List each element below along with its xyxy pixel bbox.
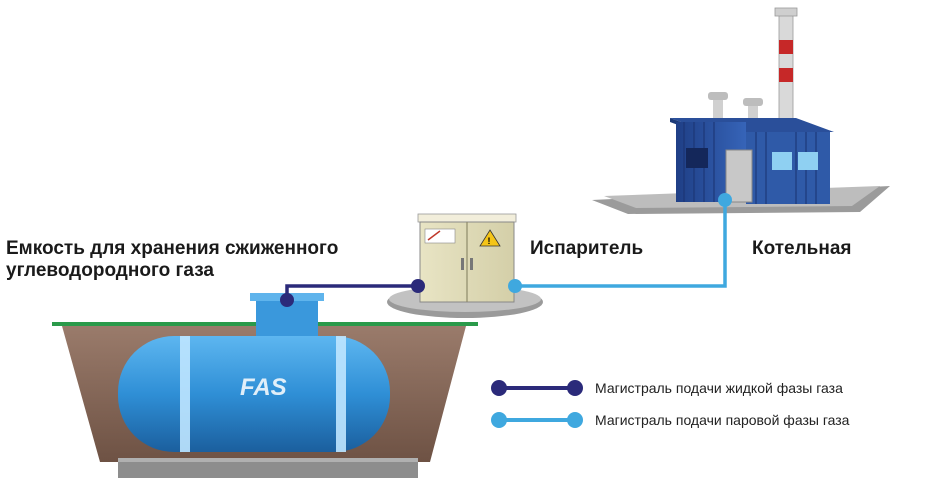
legend-text-vapor: Магистраль подачи паровой фазы газа	[595, 412, 850, 428]
vapor-pipe-node	[718, 193, 732, 207]
legend-text-liquid: Магистраль подачи жидкой фазы газа	[595, 380, 843, 396]
boiler-label: Котельная	[752, 238, 852, 259]
boiler-door	[725, 149, 753, 203]
legend-swatch-liquid	[491, 378, 583, 398]
boiler-house	[592, 7, 890, 214]
vaporizer-unit: !	[387, 213, 543, 318]
vapor-phase-pipe	[515, 200, 727, 288]
legend-item-liquid: Магистраль подачи жидкой фазы газа	[491, 378, 843, 398]
tank-label-line: Емкость для хранения сжиженного	[6, 238, 339, 259]
liquid-pipe-node	[411, 279, 425, 293]
warning-icon	[479, 229, 501, 247]
vaporizer-label: Испаритель	[530, 238, 644, 259]
tank-label-line: углеводородного газа	[6, 260, 214, 281]
tank-logo: FAS	[240, 374, 287, 401]
tank-label: Емкость для хранения сжиженного углеводо…	[6, 238, 338, 282]
storage-tank: FAS	[118, 293, 390, 452]
legend-swatch-vapor	[491, 410, 583, 430]
legend-item-vapor: Магистраль подачи паровой фазы газа	[491, 410, 849, 430]
vapor-pipe-node	[508, 279, 522, 293]
liquid-pipe-node	[280, 293, 294, 307]
svg-text:!: !	[488, 236, 491, 246]
